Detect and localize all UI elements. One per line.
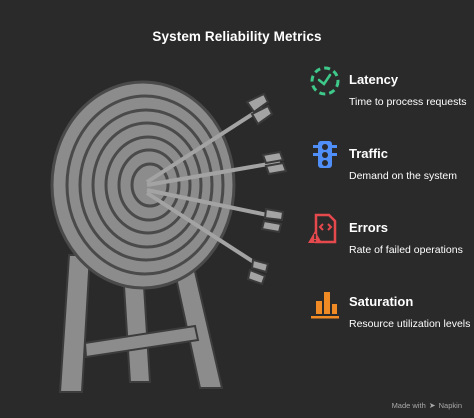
bar-chart-icon [311, 292, 339, 319]
metric-name: Errors [349, 220, 389, 235]
arrow-saturation [145, 191, 270, 286]
metric-name: Latency [349, 72, 399, 87]
diagram-title: System Reliability Metrics [152, 29, 322, 44]
metric-description: Rate of failed operations [349, 244, 463, 256]
footer-prefix: Made with [391, 401, 426, 410]
metric-name: Traffic [349, 146, 389, 161]
target-board [50, 80, 236, 290]
metric-description: Demand on the system [349, 170, 457, 182]
traffic-light-icon [313, 141, 337, 168]
footer-brand: Napkin [438, 401, 462, 410]
target-stand [58, 249, 224, 393]
arrow-traffic [146, 150, 288, 187]
arrows [145, 92, 288, 286]
error-code-icon [308, 213, 337, 244]
metric-description: Resource utilization levels [349, 318, 471, 330]
napkin-logo-icon: ➤ [428, 401, 436, 410]
arrow-latency [145, 92, 274, 184]
arrow-errors [146, 188, 285, 234]
footer-credit: Made with ➤ Napkin [392, 401, 462, 410]
metric-description: Time to process requests [349, 96, 467, 108]
timer-icon [310, 66, 340, 96]
metric-name: Saturation [349, 294, 414, 309]
